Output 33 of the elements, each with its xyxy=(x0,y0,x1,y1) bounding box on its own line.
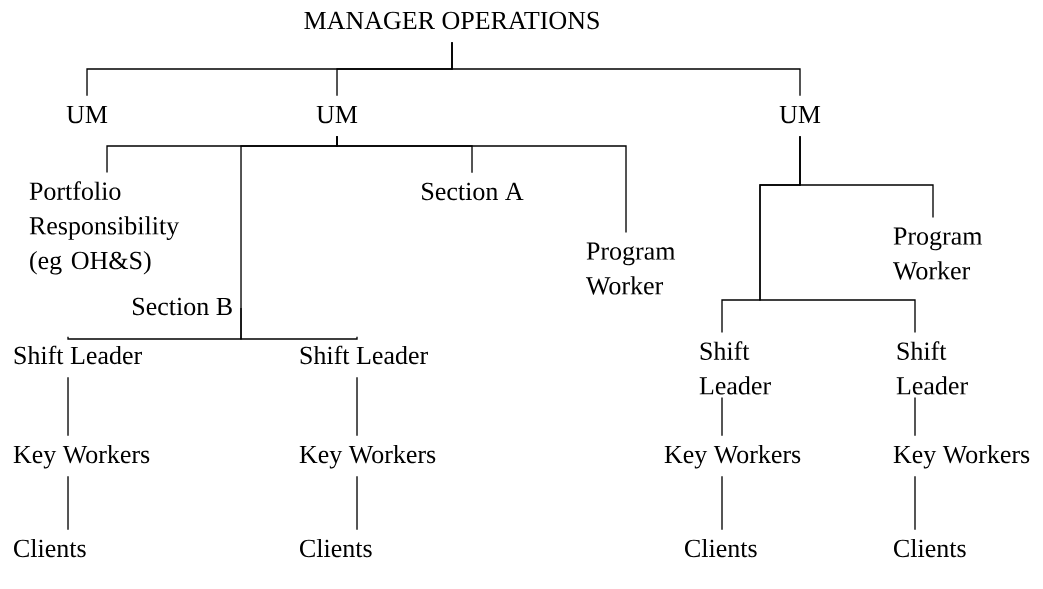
org-label: Key Workers xyxy=(299,444,436,469)
connector-line xyxy=(356,475,358,531)
connector-line xyxy=(721,475,723,531)
org-label: Section A xyxy=(422,182,524,201)
org-label: Key Workers xyxy=(893,444,1030,469)
connector-line xyxy=(67,376,69,437)
connector-line xyxy=(67,475,69,531)
org-label: Program Worker xyxy=(892,227,983,280)
connector-line xyxy=(721,396,723,437)
connector-line xyxy=(914,475,916,531)
connector-line xyxy=(914,396,916,437)
org-label: Key Workers xyxy=(664,444,801,469)
org-label: Clients xyxy=(14,538,86,558)
connector-line xyxy=(336,135,627,234)
org-label: UM xyxy=(66,105,108,124)
org-label: Program Worker xyxy=(585,242,676,295)
connector-line xyxy=(759,135,916,334)
connector-line xyxy=(240,307,358,340)
org-label: Key Workers xyxy=(13,444,150,469)
org-label: Clients xyxy=(685,538,757,558)
connector-line xyxy=(451,41,801,97)
org-label: Portfolio Responsibility (eg OH&S) xyxy=(29,181,180,275)
org-label: Shift Leader xyxy=(14,345,142,365)
org-label: UM xyxy=(316,105,358,124)
org-label: Shift Leader xyxy=(300,345,428,365)
org-label: Shift Leader xyxy=(896,341,968,395)
org-label: Clients xyxy=(300,538,372,558)
connector-line xyxy=(356,376,358,437)
org-label: UM xyxy=(779,105,821,124)
org-label: MANAGER OPERATIONS xyxy=(304,11,599,30)
org-label: Clients xyxy=(894,538,966,558)
org-label: Shift Leader xyxy=(699,341,771,395)
org-label: Section B xyxy=(133,297,232,316)
